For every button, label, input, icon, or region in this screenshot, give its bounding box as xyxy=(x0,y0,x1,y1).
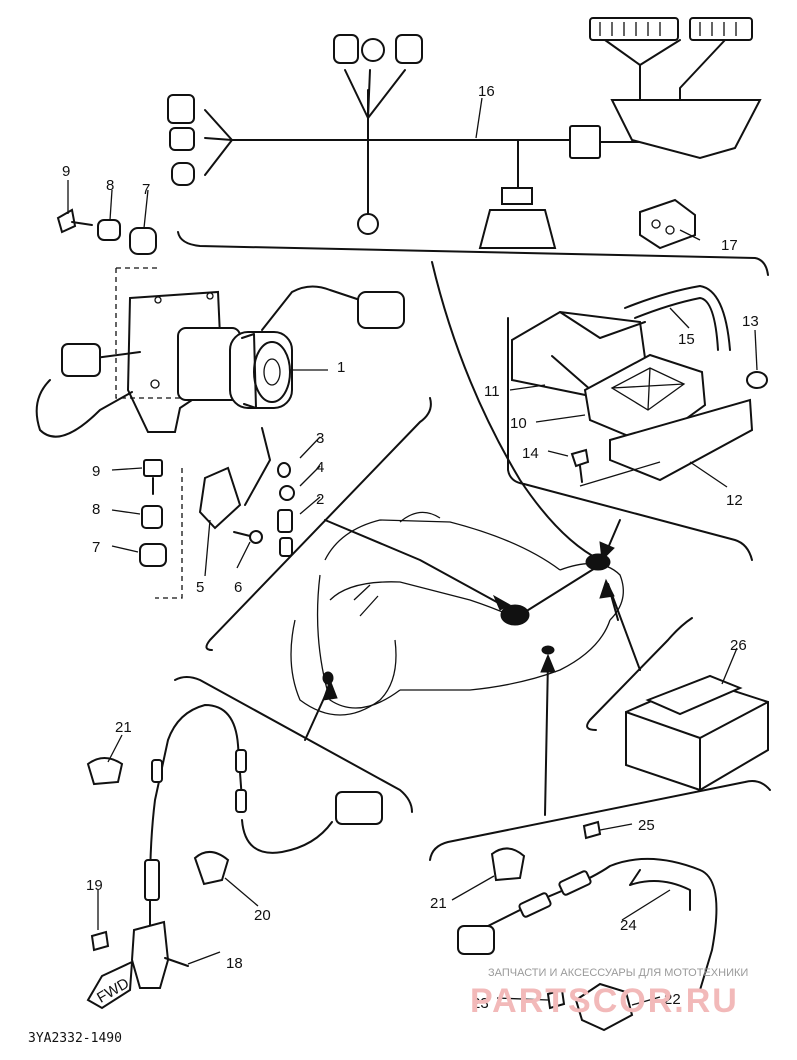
callout-7: 7 xyxy=(142,181,150,198)
wire-harness xyxy=(204,39,762,249)
connector-icon xyxy=(395,34,423,64)
watermark-brand: PARTSCOR.RU xyxy=(470,982,739,1020)
speed-sensor-cable xyxy=(86,704,383,1010)
callout-17: 17 xyxy=(721,237,738,254)
harness-connectors xyxy=(167,17,753,250)
connector-icon xyxy=(335,791,383,825)
connector-icon xyxy=(357,291,405,329)
connector-icon xyxy=(167,94,195,124)
fwd-arrow-icon xyxy=(86,960,134,1010)
watermark-line: ЗАПЧАСТИ И АКСЕССУАРЫ ДЛЯ МОТОТЕХНИКИ xyxy=(488,967,748,979)
section-frames xyxy=(174,231,771,861)
callout-13: 13 xyxy=(742,313,759,330)
callout-8b: 8 xyxy=(92,501,100,518)
callout-7b: 7 xyxy=(92,539,100,556)
connector-icon xyxy=(457,925,495,955)
sensor-assembly xyxy=(35,285,405,530)
callout-3: 3 xyxy=(316,430,324,447)
callout-8: 8 xyxy=(106,177,114,194)
connector-icon xyxy=(589,17,679,41)
callout-9b: 9 xyxy=(92,463,100,480)
connector-icon xyxy=(689,17,753,41)
unit-26 xyxy=(625,674,769,792)
callout-19: 19 xyxy=(86,877,103,894)
callout-10: 10 xyxy=(510,415,527,432)
callout-11: 11 xyxy=(484,383,500,400)
callout-6: 6 xyxy=(234,579,242,596)
connector-icon xyxy=(361,38,385,62)
connector-icon xyxy=(61,343,101,377)
callout-16: 16 xyxy=(478,83,495,100)
rear-sensor xyxy=(457,820,718,1032)
grommet-icon xyxy=(141,505,163,529)
connector-icon xyxy=(169,127,195,151)
callout-1: 1 xyxy=(337,359,345,376)
leader-lines xyxy=(67,97,758,1006)
callout-4: 4 xyxy=(316,459,324,476)
bolt-icon xyxy=(90,930,110,952)
callout-5: 5 xyxy=(196,579,204,596)
callout-12: 12 xyxy=(726,492,743,509)
bolt-icon xyxy=(249,530,263,544)
hardware xyxy=(56,208,295,599)
connector-17 xyxy=(639,198,696,250)
callout-23: 23 xyxy=(472,995,489,1012)
bolt-icon xyxy=(570,448,590,468)
grommet-icon xyxy=(97,219,121,241)
callout-9: 9 xyxy=(62,163,70,180)
callout-25: 25 xyxy=(638,817,655,834)
callout-24: 24 xyxy=(620,917,637,934)
grommet-icon xyxy=(129,227,157,255)
connector-icon xyxy=(171,162,195,186)
bolt-icon xyxy=(56,208,77,234)
bolt-icon xyxy=(143,459,163,477)
connector-icon xyxy=(357,213,379,235)
callout-15: 15 xyxy=(678,331,695,348)
drawing-code: 3YA2332-1490 xyxy=(28,1031,122,1046)
callout-20: 20 xyxy=(254,907,271,924)
grommet-icon xyxy=(139,543,167,567)
callout-26: 26 xyxy=(730,637,747,654)
callout-21: 21 xyxy=(115,719,132,736)
motorcycle-outline xyxy=(290,261,641,816)
callout-2: 2 xyxy=(316,491,324,508)
bolt-icon xyxy=(582,820,602,840)
callout-18: 18 xyxy=(226,955,243,972)
callout-22: 22 xyxy=(664,991,681,1008)
watermark: ЗАПЧАСТИ И АКСЕССУАРЫ ДЛЯ МОТОТЕХНИКИ PA… xyxy=(470,967,748,1020)
callout-21b: 21 xyxy=(430,895,447,912)
connector-icon xyxy=(333,34,359,64)
ecu-assembly xyxy=(511,285,768,487)
callouts: 16 17 9 8 7 1 3 4 2 9 8 7 5 6 13 15 11 1… xyxy=(62,83,759,1012)
bolt-icon xyxy=(546,988,566,1010)
callout-14: 14 xyxy=(522,445,539,462)
